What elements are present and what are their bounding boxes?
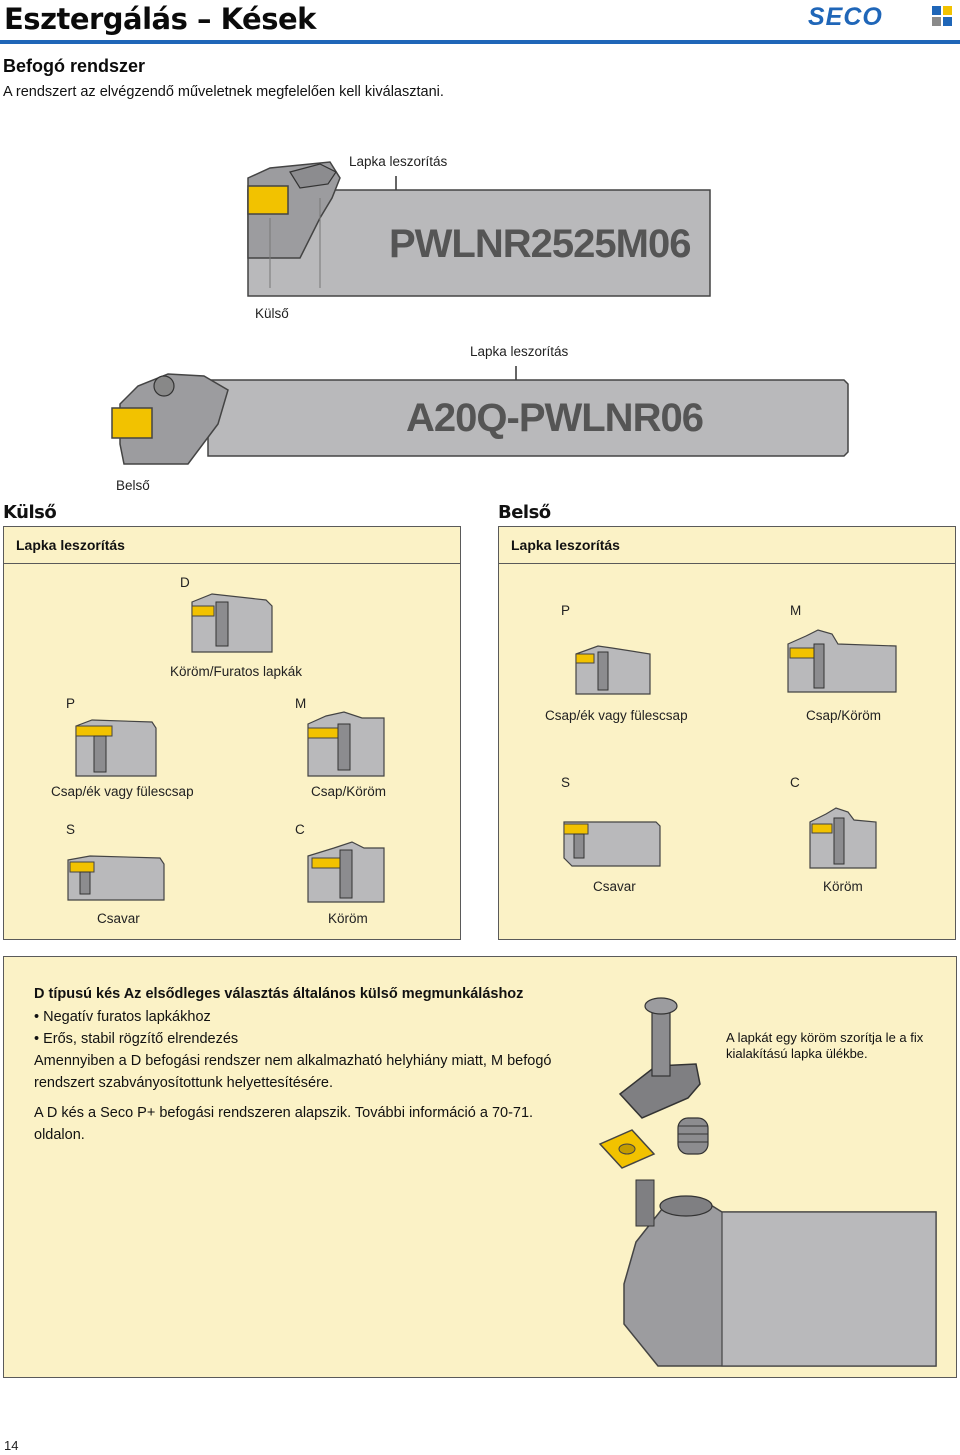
ext-d-caption: Köröm/Furatos lapkák — [170, 664, 303, 679]
int-s-clamp-icon — [563, 821, 661, 867]
ext-s-caption: Csavar — [97, 911, 140, 926]
ext-s-letter: S — [66, 822, 76, 837]
hero-internal-code: A20Q-PWLNR06 — [406, 396, 704, 440]
ext-d-letter: D — [180, 575, 190, 590]
hero-internal-caption: Belső — [116, 478, 150, 493]
int-m-caption: Csap/Köröm — [806, 708, 882, 723]
hero-external-code: PWLNR2525M06 — [389, 222, 691, 266]
int-p-clamp-icon — [575, 645, 651, 695]
ext-p-letter: P — [66, 696, 76, 711]
info-box-title: D típusú kés Az elsődleges választás ált… — [34, 986, 524, 1002]
d-clamp-exploded-illustration — [598, 997, 937, 1367]
internal-boring-bar-illustration — [111, 366, 849, 465]
panel-internal-subheader: Lapka leszorítás — [498, 526, 956, 564]
int-m-clamp-icon — [787, 629, 897, 693]
ext-p-clamp-icon — [75, 719, 157, 777]
page-number: 14 — [4, 1438, 19, 1453]
seco-logo: SECO — [808, 4, 952, 28]
hero-internal-callout: Lapka leszorítás — [470, 344, 569, 359]
info-side-note: A lapkát egy köröm szorítja le a fix kia… — [726, 1030, 924, 1061]
panel-internal — [498, 563, 956, 940]
panel-external-subheading: Lapka leszorítás — [16, 537, 125, 553]
int-s-letter: S — [561, 775, 571, 790]
int-c-clamp-icon — [809, 807, 877, 869]
ext-m-clamp-icon — [307, 711, 385, 777]
ext-c-letter: C — [295, 822, 305, 837]
seco-logo-text: SECO — [808, 4, 883, 28]
int-p-caption: Csap/ék vagy fülescsap — [545, 708, 688, 723]
header-rule — [0, 40, 960, 44]
int-c-caption: Köröm — [823, 879, 863, 894]
info-para-2: A D kés a Seco P+ befogási rendszeren al… — [34, 1105, 534, 1143]
int-p-letter: P — [561, 603, 571, 618]
ext-c-clamp-icon — [307, 841, 385, 903]
info-bullet: • Negatív furatos lapkákhoz — [34, 1009, 211, 1025]
hero-external-callout: Lapka leszorítás — [349, 154, 448, 169]
ext-m-caption: Csap/Köröm — [311, 784, 387, 799]
ext-s-clamp-icon — [67, 855, 165, 901]
int-m-letter: M — [790, 603, 802, 618]
ext-d-clamp-icon — [191, 593, 273, 653]
int-c-letter: C — [790, 775, 800, 790]
external-toolholder-illustration — [247, 161, 711, 297]
info-bullet: • Erős, stabil rögzítő elrendezés — [34, 1031, 239, 1047]
panel-internal-subheading: Lapka leszorítás — [511, 537, 620, 553]
hero-external-caption: Külső — [255, 306, 289, 321]
ext-p-caption: Csap/ék vagy fülescsap — [51, 784, 194, 799]
panel-external-subheader: Lapka leszorítás — [3, 526, 461, 564]
section-intro: A rendszert az elvégzendő műveletnek meg… — [3, 84, 444, 100]
panel-external-heading: Külső — [3, 502, 57, 523]
ext-m-letter: M — [295, 696, 307, 711]
panel-internal-heading: Belső — [498, 502, 551, 523]
ext-c-caption: Köröm — [328, 911, 368, 926]
info-para-1: Amennyiben a D befogási rendszer nem alk… — [34, 1053, 552, 1091]
page-title: Esztergálás – Kések — [4, 2, 316, 36]
int-s-caption: Csavar — [593, 879, 636, 894]
section-title: Befogó rendszer — [3, 56, 146, 76]
